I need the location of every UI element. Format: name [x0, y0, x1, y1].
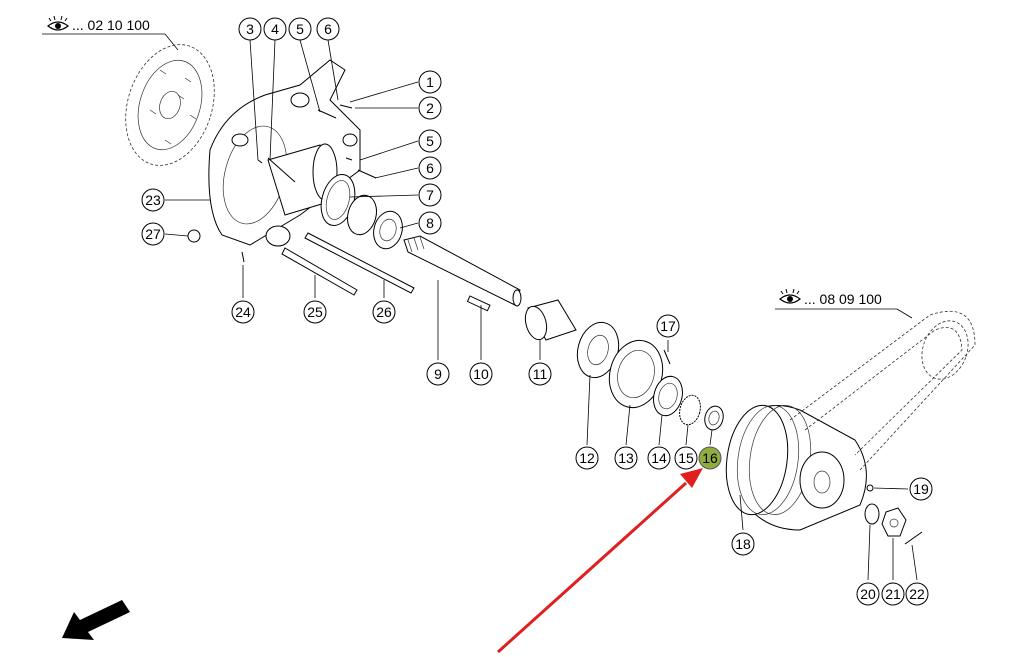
- pin-19[interactable]: [866, 484, 874, 492]
- callout-24[interactable]: 24: [231, 300, 255, 324]
- callout-label: 4: [271, 21, 279, 37]
- callout-label: 15: [678, 450, 694, 466]
- callout-label: 5: [296, 21, 304, 37]
- seal-ring-7[interactable]: [316, 171, 381, 238]
- callout-label: 14: [651, 450, 667, 466]
- callout-21[interactable]: 21: [881, 582, 905, 606]
- callout-5-right[interactable]: 5: [418, 129, 442, 153]
- callout-label: 21: [885, 586, 901, 602]
- callout-label: 8: [426, 215, 434, 231]
- rod-25[interactable]: [281, 247, 358, 296]
- eye-icon: [47, 15, 69, 31]
- callout-label: 17: [660, 318, 676, 334]
- callout-19[interactable]: 19: [909, 477, 933, 501]
- callout-6-right[interactable]: 6: [418, 156, 442, 180]
- callout-1[interactable]: 1: [418, 70, 442, 94]
- reference-right[interactable]: ... 08 09 100: [775, 288, 913, 319]
- pulley-18[interactable]: [720, 401, 867, 531]
- cotter-pin-22[interactable]: [904, 531, 923, 545]
- callout-11[interactable]: 11: [528, 362, 552, 386]
- callout-10[interactable]: 10: [469, 362, 493, 386]
- callout-20[interactable]: 20: [856, 582, 880, 606]
- callout-9[interactable]: 9: [426, 362, 450, 386]
- callout-label: 9: [434, 366, 442, 382]
- callout-4[interactable]: 4: [263, 17, 287, 41]
- callout-label: 24: [235, 304, 251, 320]
- callout-label: 19: [913, 481, 929, 497]
- nut-16[interactable]: [702, 404, 726, 432]
- callout-label: 27: [145, 226, 161, 242]
- callout-label: 6: [426, 160, 434, 176]
- callout-label: 16: [702, 450, 718, 466]
- callout-label: 11: [533, 366, 548, 382]
- callout-16-highlighted[interactable]: 16: [698, 446, 722, 470]
- rod-26[interactable]: [304, 232, 415, 294]
- callout-23[interactable]: 23: [141, 188, 165, 212]
- callout-14[interactable]: 14: [647, 446, 671, 470]
- callout-8[interactable]: 8: [418, 211, 442, 235]
- callout-17[interactable]: 17: [656, 314, 680, 338]
- clutch-disc-ghost: [125, 44, 215, 166]
- callout-22[interactable]: 22: [905, 582, 929, 606]
- plug-27[interactable]: [187, 229, 201, 243]
- castle-nut-21[interactable]: [881, 507, 907, 537]
- callout-25[interactable]: 25: [303, 300, 327, 324]
- callout-5-top[interactable]: 5: [288, 17, 312, 41]
- bolt-24[interactable]: [241, 251, 245, 263]
- callout-label: 13: [618, 450, 634, 466]
- callout-27[interactable]: 27: [141, 222, 165, 246]
- belt-ghost: [789, 310, 976, 471]
- sleeve-11[interactable]: [522, 299, 577, 342]
- callout-26[interactable]: 26: [372, 300, 396, 324]
- leader-lines: [164, 39, 918, 581]
- callout-15[interactable]: 15: [674, 446, 698, 470]
- callout-18[interactable]: 18: [731, 532, 755, 556]
- reference-top-left[interactable]: ... 02 10 100: [42, 15, 179, 51]
- eye-icon: [779, 288, 801, 304]
- arrow-down-left-icon: [62, 600, 130, 640]
- bearing-8[interactable]: [370, 208, 407, 252]
- reference-text: ... 08 09 100: [804, 291, 882, 307]
- lock-washer-15[interactable]: [676, 393, 703, 427]
- callout-label: 7: [426, 187, 434, 203]
- bearing-12[interactable]: [571, 318, 624, 382]
- callout-label: 10: [473, 366, 489, 382]
- bolts-group-top: [257, 104, 377, 183]
- callout-label: 25: [307, 304, 323, 320]
- callout-label: 26: [376, 304, 392, 320]
- callout-label: 2: [426, 100, 434, 116]
- callout-label: 22: [909, 586, 925, 602]
- callout-12[interactable]: 12: [575, 446, 599, 470]
- callout-3[interactable]: 3: [238, 17, 262, 41]
- callout-label: 12: [579, 450, 595, 466]
- callout-7[interactable]: 7: [418, 183, 442, 207]
- callout-label: 5: [426, 133, 434, 149]
- washer-20[interactable]: [864, 503, 880, 525]
- callout-label: 6: [324, 21, 332, 37]
- callout-label: 18: [735, 536, 751, 552]
- key-10[interactable]: [466, 295, 491, 312]
- callout-label: 23: [145, 192, 161, 208]
- cover-plate-13[interactable]: [602, 334, 670, 413]
- callout-label: 20: [860, 586, 876, 602]
- shaft-9[interactable]: [403, 235, 522, 307]
- callout-label: 3: [246, 21, 254, 37]
- callout-13[interactable]: 13: [614, 446, 638, 470]
- red-pointer-arrow-icon: [496, 468, 703, 654]
- callout-label: 1: [426, 74, 434, 90]
- screw-17[interactable]: [663, 349, 671, 365]
- reference-text: ... 02 10 100: [72, 17, 150, 33]
- callout-2[interactable]: 2: [418, 96, 442, 120]
- callout-6-top[interactable]: 6: [316, 17, 340, 41]
